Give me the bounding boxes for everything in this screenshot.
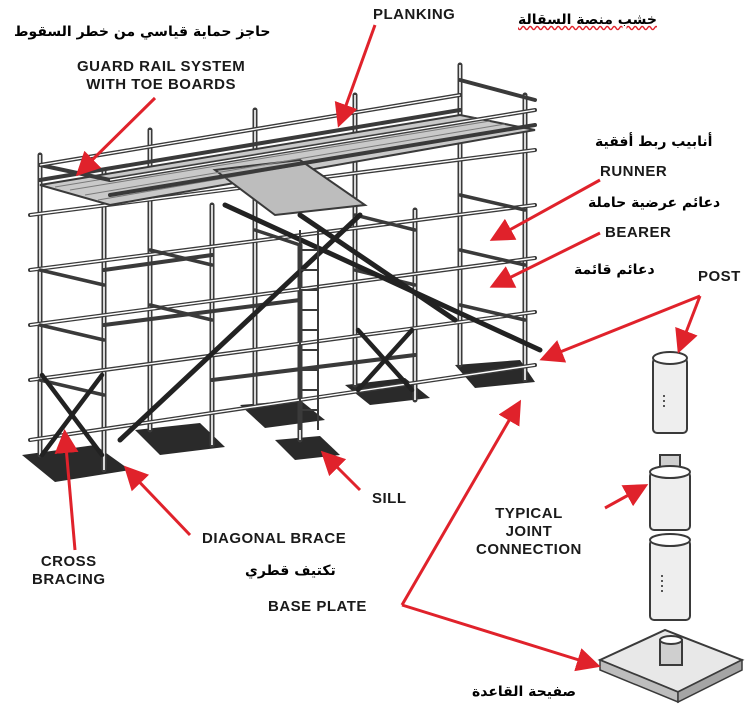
diagonal-braces <box>117 202 543 443</box>
arrow-post-detail <box>675 295 702 354</box>
bearer-label-ar: دعائم عرضية حاملة <box>588 195 721 211</box>
guard-rail-line2: WITH TOE BOARDS <box>86 76 236 93</box>
joint-post-bottom <box>649 533 691 621</box>
base-plate-detail <box>597 628 745 704</box>
joint-pin <box>649 454 691 531</box>
post-label-ar: دعائم قائمة <box>574 262 655 278</box>
arrow-runner <box>489 178 601 241</box>
typical-joint-label: TYPICAL JOINT CONNECTION <box>476 505 582 559</box>
arrow-base-plate-detail <box>401 603 601 672</box>
arrow-diagonal <box>123 465 192 537</box>
pointer-arrows <box>54 24 702 672</box>
arrow-cross <box>54 429 79 551</box>
arrow-bearer <box>489 231 601 288</box>
bearers <box>38 193 527 397</box>
ladder <box>299 230 319 430</box>
planking-label-ar: خشب منصة السقالة <box>518 12 657 28</box>
guard-rail-line1: GUARD RAIL SYSTEM <box>77 58 246 75</box>
arrow-joint <box>604 484 649 510</box>
bearer-label: BEARER <box>605 224 672 241</box>
guard-rail-label: GUARD RAIL SYSTEM WITH TOE BOARDS <box>77 58 245 94</box>
guard-rail-label-ar: حاجز حماية قياسي من خطر السقوط <box>14 24 271 40</box>
planking-deck <box>39 113 536 217</box>
cross-bracing <box>39 327 415 458</box>
cross-line2: BRACING <box>32 571 106 588</box>
diagonal-brace-label-ar: تكتيف قطري <box>245 563 336 579</box>
base-plate-label: BASE PLATE <box>268 598 367 615</box>
typical-line2: JOINT <box>505 523 553 540</box>
arrow-guard-rail <box>75 96 157 177</box>
typical-line1: TYPICAL <box>495 505 563 522</box>
arrow-base-plate-frame <box>400 399 522 606</box>
runner-label-ar: أنابيب ربط أفقية <box>595 134 713 150</box>
typical-line3: CONNECTION <box>476 541 582 558</box>
cross-line1: CROSS <box>40 553 97 570</box>
runner-label: RUNNER <box>600 163 668 180</box>
cross-bracing-label: CROSS BRACING <box>32 553 106 589</box>
arrow-sill <box>320 450 362 492</box>
arrow-post-frame <box>539 294 701 363</box>
base-plate-label-ar: صفيحة القاعدة <box>472 684 577 700</box>
joint-post-top <box>652 351 688 434</box>
diagonal-brace-label: DIAGONAL BRACE <box>202 530 347 547</box>
post-label: POST <box>698 268 741 285</box>
arrow-planking <box>334 24 377 128</box>
sill-label: SILL <box>372 490 407 507</box>
planking-label: PLANKING <box>373 6 456 23</box>
